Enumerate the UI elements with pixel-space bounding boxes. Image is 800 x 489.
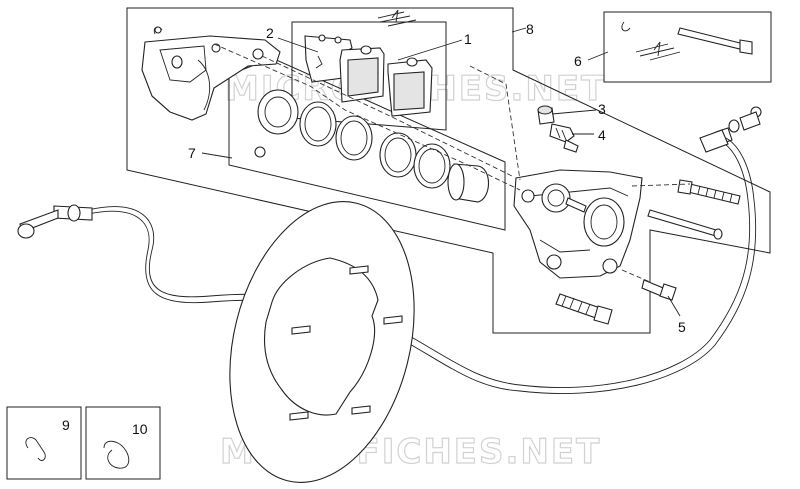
- clip-10: [103, 440, 130, 469]
- spring-9: [25, 437, 46, 461]
- pin-clip: [621, 21, 631, 32]
- bolt-long-upper: [677, 179, 741, 205]
- callout-3: 3: [598, 101, 606, 117]
- brake-hose: [17, 129, 757, 394]
- callout-6: 6: [574, 53, 582, 69]
- brake-disc: [229, 201, 415, 483]
- leader-lines: [201, 27, 691, 317]
- pad-kit-frame: [291, 21, 447, 131]
- aprilia-logo-mark-pin-kit: [635, 41, 681, 61]
- pad-pin: [677, 27, 753, 55]
- seal-ring-4: [413, 143, 451, 189]
- callout-8: 8: [526, 21, 534, 37]
- clip-box-10: [85, 406, 161, 480]
- callout-5: 5: [678, 319, 686, 335]
- piston-small: [447, 163, 490, 203]
- brake-pad-outer: [387, 57, 433, 117]
- callout-10: 10: [132, 421, 148, 437]
- caliper-body: [513, 169, 643, 279]
- pin-kit-box: [603, 11, 772, 83]
- brake-pad-inner: [339, 45, 385, 103]
- callout-9: 9: [62, 417, 70, 433]
- bleed-cap: [537, 105, 555, 125]
- callout-7: 7: [188, 145, 196, 161]
- bleed-screw: [549, 123, 579, 153]
- bolt-caliper-lower: [555, 293, 613, 325]
- piston-large: [257, 89, 299, 135]
- seal-ring-1: [299, 101, 337, 147]
- callout-2: 2: [266, 25, 274, 41]
- seal-ring-3: [379, 132, 417, 178]
- callout-1: 1: [464, 31, 472, 47]
- callout-4: 4: [598, 127, 606, 143]
- spring-box-9: [6, 406, 82, 480]
- o-ring-small: [254, 146, 266, 158]
- disc-bolts: [289, 265, 403, 421]
- seal-ring-2: [335, 115, 373, 161]
- bolt-5: [641, 279, 677, 301]
- aprilia-logo-mark: [377, 9, 417, 27]
- bolt-pin-lower: [647, 209, 723, 240]
